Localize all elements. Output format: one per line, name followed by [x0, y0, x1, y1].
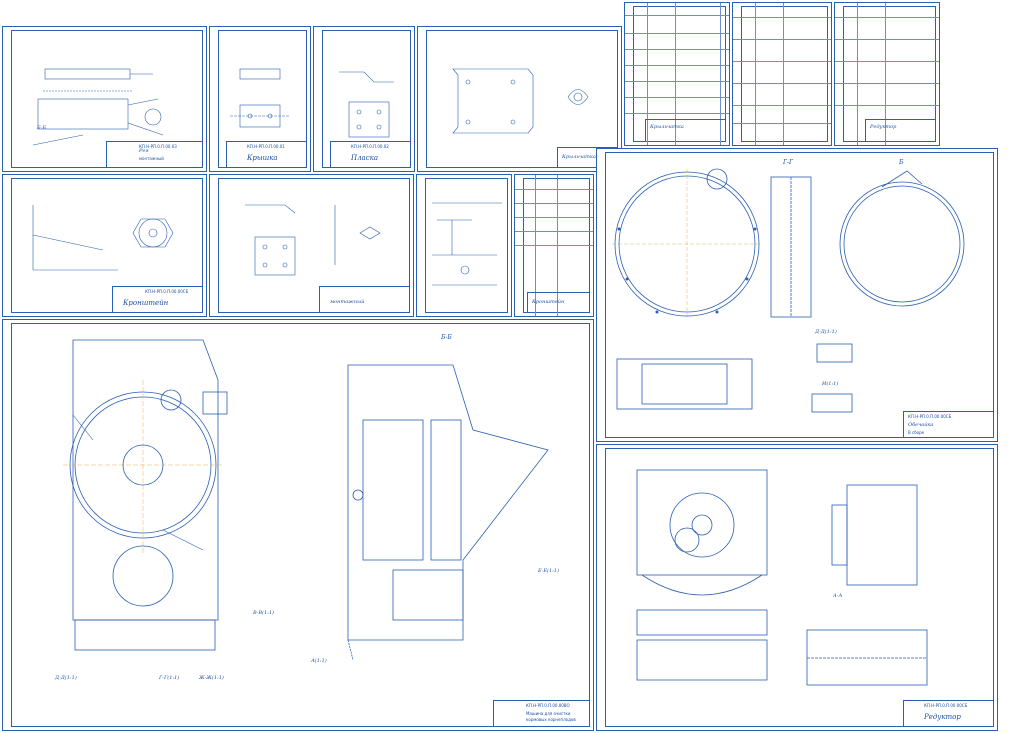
drawing-title: Обечайка: [908, 422, 934, 428]
title-block: монтажный: [319, 286, 410, 313]
sheet-frame: [322, 30, 411, 168]
sheet-frame: [605, 152, 994, 438]
sheet-frame: [218, 30, 307, 168]
view-label-dd: Д-Д(1:1): [815, 329, 837, 335]
view-label-b: Б: [899, 159, 904, 166]
drawing-title: Пласка: [351, 154, 379, 162]
view-label-i: И(1:1): [822, 381, 839, 387]
drawing-code: КП.Н-РП.0.П.00.00СБ: [145, 289, 189, 294]
sheet-frame: [426, 30, 618, 168]
drawing-main-assembly: [63, 339, 549, 661]
drawing-title: Рея: [139, 148, 149, 154]
title-block: Редуктор: [865, 119, 936, 142]
drawing-code: КП.Н-РП.0.П.00.03: [139, 144, 177, 149]
section-label: Б-Б: [37, 125, 47, 131]
drawing-bracket-detail: [245, 204, 381, 276]
drawing-bracket: [32, 205, 174, 271]
title-block: КП.Н-РП.0.П.00.00ВО Машина для очистки к…: [493, 700, 590, 727]
detail-label-gg: Г-Г(1:1): [159, 675, 180, 681]
drawing-casing: [612, 168, 965, 413]
drawing-lever: [32, 68, 164, 146]
sheet-reducer: А-А КП.Н-РП.0.П.00.00СБ Редуктор: [596, 444, 998, 731]
sheet-frame: [843, 6, 936, 142]
drawing-code: КП.Н-РП.0.П.00.01: [247, 144, 285, 149]
sheet-spec-1: Крыльчатка: [624, 2, 730, 146]
detail-label-vv: В-В(1:1): [253, 610, 274, 616]
detail-label-ee: Е-Е(1:1): [538, 568, 559, 574]
detail-label-zhzh: Ж-Ж(1:1): [199, 675, 224, 681]
sheet-lever: Б-Б КП.Н-РП.0.П.00.03 Рея монтажный: [2, 26, 207, 172]
title-block: КП.Н-РП.0.П.00.00СБ Обечайка В сборе: [903, 411, 994, 438]
drawing-code: КП.Н-РП.0.П.00.00СБ: [908, 414, 952, 419]
section-label-bb: Б-Б: [441, 334, 452, 341]
sheet-scheme: [416, 174, 512, 317]
drawing-title: Крышка: [247, 154, 278, 162]
sheet-frame: [741, 6, 828, 142]
drawing-impeller: [452, 68, 589, 134]
sheet-casing: Г-Г Б Д-Д(1:1) И(1:1) КП.Н-РП.0.П.00.00С…: [596, 148, 998, 442]
sheet-frame: [11, 30, 203, 168]
sheet-impeller-view: Крыльчатка: [417, 26, 622, 172]
sheet-bracket-detail: монтажный: [209, 174, 414, 317]
sheet-spec-3: Редуктор: [834, 2, 940, 146]
drawing-code: КП.Н-РП.0.П.00.02: [351, 144, 389, 149]
drawing-code: КП.Н-РП.0.П.00.00ВО: [526, 703, 570, 708]
drawing-title: Редуктор: [924, 713, 961, 721]
title-block: КП.Н-РП.0.П.00.01 Крышка: [226, 141, 307, 168]
drawing-scheme: [432, 202, 502, 286]
title-block: КП.Н-РП.0.П.00.03 Рея монтажный: [106, 141, 203, 168]
drawing-title: Кронштейн: [123, 299, 169, 307]
sheet-spec-2: [732, 2, 832, 146]
view-label-gg: Г-Г: [783, 159, 793, 166]
drawing-subtitle: монтажный: [139, 156, 164, 161]
drawing-cover: [230, 68, 290, 128]
drawing-code: КП.Н-РП.0.П.00.00СБ: [924, 703, 968, 708]
title-block: КП.Н-РП.0.П.00.00СБ Редуктор: [903, 700, 994, 727]
sheet-frame: [633, 6, 726, 142]
title-block: Крыльчатка: [557, 147, 618, 168]
sheet-frame: [11, 323, 590, 727]
sheet-cover: КП.Н-РП.0.П.00.01 Крышка: [209, 26, 311, 172]
drawing-subtitle: кормовых корнеплодов: [526, 717, 576, 722]
sheet-plate: КП.Н-РП.0.П.00.02 Пласка: [313, 26, 415, 172]
drawing-plate: [339, 71, 394, 138]
title-block: КП.Н-РП.0.П.00.00СБ Кронштейн: [112, 286, 203, 313]
drawing-title: Крыльчатка: [650, 124, 684, 130]
drawing-title: Машина для очистки: [526, 711, 571, 716]
title-block: КП.Н-РП.0.П.00.02 Пласка: [330, 141, 411, 168]
section-label-aa: А-А: [833, 593, 843, 599]
drawing-title: Кронштейн: [532, 299, 565, 305]
title-block: Крыльчатка: [645, 119, 726, 142]
sheet-frame: [11, 178, 203, 313]
sheet-bracket-asm: КП.Н-РП.0.П.00.00СБ Кронштейн: [2, 174, 207, 317]
drawing-subtitle: монтажный: [330, 299, 365, 305]
detail-label-a: А(1:1): [311, 658, 327, 664]
sheet-main-assembly: Б-Б Д-Д(1:1) Г-Г(1:1) Ж-Ж(1:1) В-В(1:1) …: [2, 319, 594, 731]
drawing-subtitle: В сборе: [908, 430, 925, 435]
drawing-title: Редуктор: [870, 124, 897, 130]
sheet-spec-bracket: Кронштейн: [514, 174, 594, 317]
sheet-frame: [425, 178, 508, 313]
sheet-frame: [605, 448, 994, 727]
title-block: Кронштейн: [527, 292, 590, 313]
drawing-title: Крыльчатка: [562, 154, 596, 160]
sheet-frame: [218, 178, 410, 313]
drawing-reducer: [636, 469, 928, 686]
detail-label-dd: Д-Д(1:1): [55, 675, 77, 681]
